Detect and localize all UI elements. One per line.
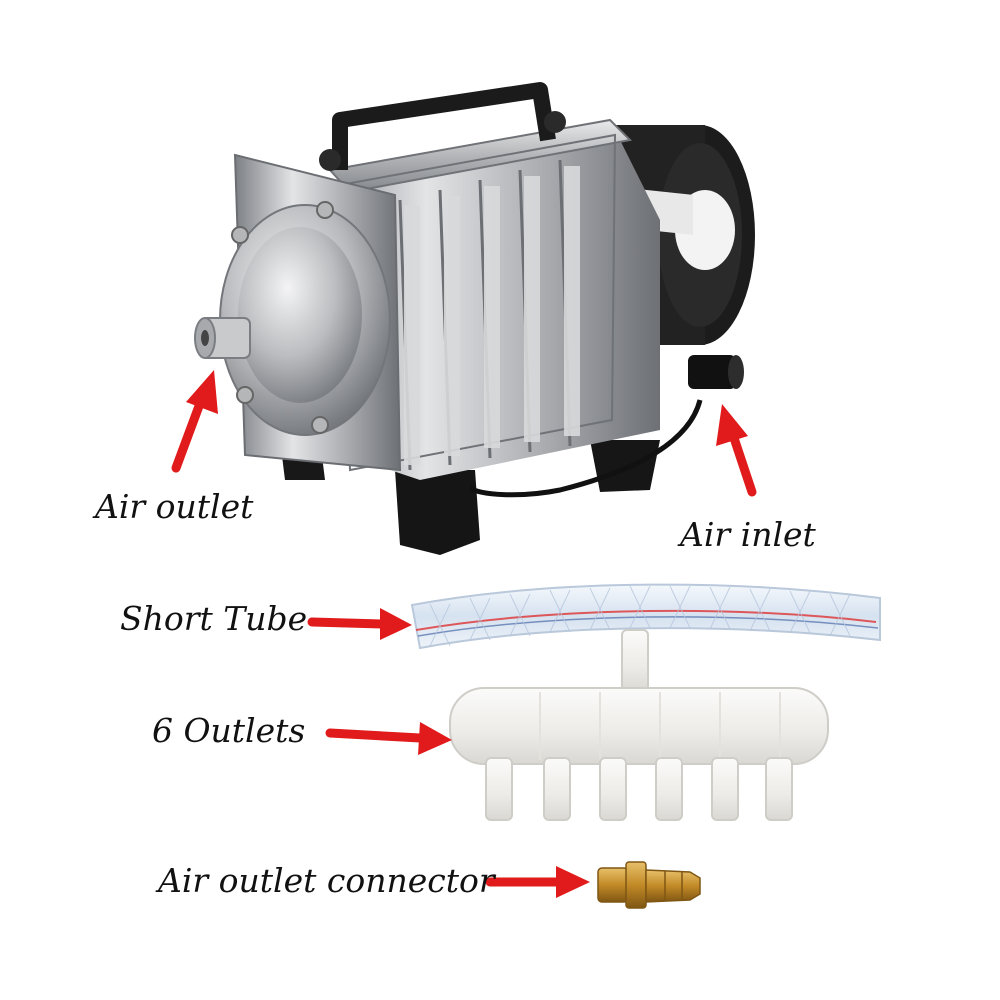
six-outlets-label: 6 Outlets (152, 711, 306, 750)
air-inlet-arrow-icon (716, 404, 757, 497)
six-outlet-manifold-illustration (449, 629, 829, 821)
short-tube-label: Short Tube (120, 599, 308, 638)
connector-arrow-icon (485, 866, 590, 898)
braided-tube-illustration (410, 583, 881, 650)
brass-connector-illustration (597, 861, 701, 909)
air-outlet-arrow-icon (171, 370, 218, 473)
air-compressor-pump-illustration (194, 82, 755, 555)
short-tube-arrow-icon (307, 608, 412, 640)
air-outlet-connector-label: Air outlet connector (158, 861, 495, 900)
air-outlet-label: Air outlet (95, 487, 254, 526)
six-outlets-arrow-icon (325, 722, 452, 755)
air-inlet-label: Air inlet (680, 515, 816, 554)
